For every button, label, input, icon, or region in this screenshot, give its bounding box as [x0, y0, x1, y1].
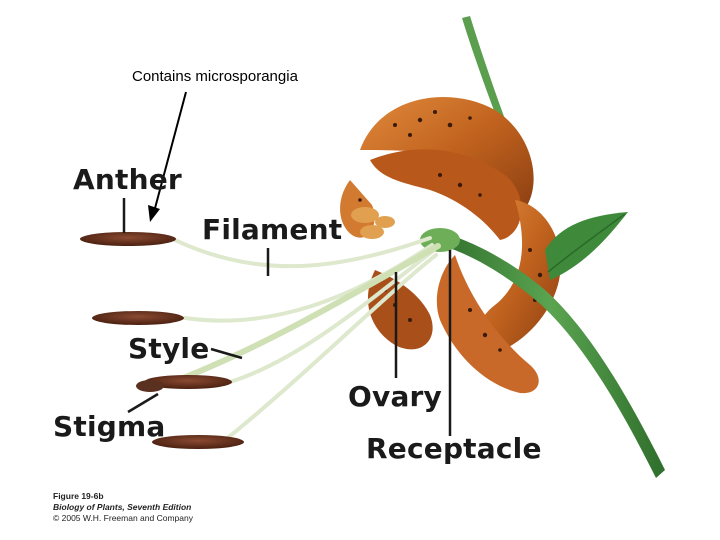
figure-caption: Figure 19-6b Biology of Plants, Seventh … — [53, 491, 193, 524]
anther-2 — [92, 311, 184, 325]
leader-lines — [122, 198, 452, 436]
receptacle-label: Receptacle — [366, 432, 542, 465]
stigma-tip — [136, 380, 164, 392]
anther-4 — [152, 435, 244, 449]
anther-1 — [80, 232, 176, 246]
filament-label: Filament — [202, 213, 343, 246]
note-arrow — [148, 91, 187, 222]
figure-number: Figure 19-6b — [53, 491, 104, 501]
filaments — [173, 236, 438, 442]
style-label: Style — [128, 332, 210, 365]
anthers — [80, 232, 244, 449]
book-title: Biology of Plants, Seventh Edition — [53, 502, 192, 512]
copyright-line: © 2005 W.H. Freeman and Company — [53, 513, 193, 523]
ovary-label: Ovary — [348, 380, 443, 413]
stigma-label: Stigma — [53, 410, 166, 443]
leaf — [545, 212, 628, 280]
anther-3 — [144, 375, 232, 389]
style-stalk — [162, 243, 441, 388]
petals — [340, 97, 561, 394]
upper-stem — [462, 16, 512, 140]
anther-label: Anther — [73, 163, 182, 196]
microsporangia-note: Contains microsporangia — [132, 68, 298, 85]
